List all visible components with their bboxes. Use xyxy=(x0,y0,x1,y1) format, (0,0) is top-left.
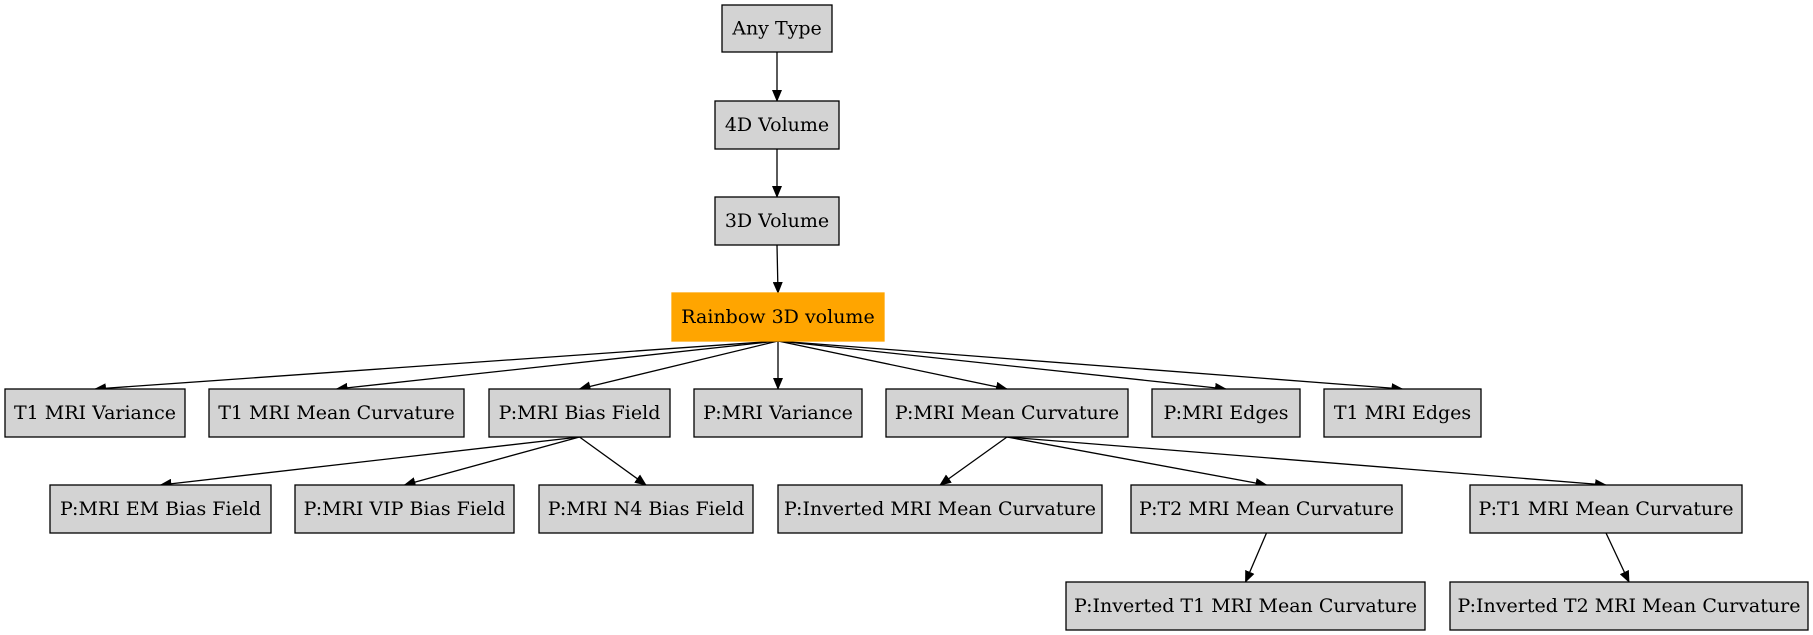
node-box xyxy=(1151,388,1301,438)
node-label: Rainbow 3D volume xyxy=(681,306,874,328)
node-box xyxy=(1130,484,1403,534)
node-box xyxy=(693,388,863,438)
node-box xyxy=(294,484,515,534)
edges-layer xyxy=(94,52,1630,583)
node-p-n4-bias[interactable]: P:MRI N4 Bias Field xyxy=(538,484,754,534)
node-t1-variance[interactable]: T1 MRI Variance xyxy=(4,388,186,438)
node-p-em-bias[interactable]: P:MRI EM Bias Field xyxy=(49,484,272,534)
node-box xyxy=(721,4,833,53)
node-label: Any Type xyxy=(731,18,822,40)
node-p-inv-t1-mean-curv[interactable]: P:Inverted T1 MRI Mean Curvature xyxy=(1065,581,1426,631)
node-box xyxy=(885,388,1129,438)
edge-rainbow-to-t1_variance xyxy=(94,340,779,394)
node-box xyxy=(1469,484,1743,534)
node-label: P:MRI Variance xyxy=(703,402,853,424)
edge-rainbow-to-p_bias xyxy=(578,340,779,392)
node-box xyxy=(777,484,1103,534)
edge-vol3d-to-rainbow xyxy=(772,244,783,294)
node-box xyxy=(714,196,840,246)
node-p-inv-t2-mean-curv[interactable]: P:Inverted T2 MRI Mean Curvature xyxy=(1449,581,1809,631)
node-box xyxy=(1449,581,1809,631)
node-p-vip-bias[interactable]: P:MRI VIP Bias Field xyxy=(294,484,515,534)
node-p-t2-mean-curv[interactable]: P:T2 MRI Mean Curvature xyxy=(1130,484,1403,534)
node-box xyxy=(488,388,671,438)
node-vol4d[interactable]: 4D Volume xyxy=(714,100,840,150)
node-label: P:MRI VIP Bias Field xyxy=(304,498,506,520)
edge-rainbow-to-p_mean_curv xyxy=(777,340,1008,392)
node-p-inv-mean-curv[interactable]: P:Inverted MRI Mean Curvature xyxy=(777,484,1103,534)
node-label: P:T1 MRI Mean Curvature xyxy=(1478,498,1733,520)
node-box xyxy=(1065,581,1426,631)
node-label: P:Inverted T1 MRI Mean Curvature xyxy=(1074,595,1417,617)
node-box xyxy=(538,484,754,534)
node-p-mean-curv[interactable]: P:MRI Mean Curvature xyxy=(885,388,1129,438)
node-label: P:MRI Mean Curvature xyxy=(895,402,1119,424)
node-t1-mean-curv[interactable]: T1 MRI Mean Curvature xyxy=(208,388,465,438)
node-p-edges[interactable]: P:MRI Edges xyxy=(1151,388,1301,438)
edge-p_bias-to-p_em_bias xyxy=(159,436,580,489)
edge-p_mean_curv-to-p_t1_mean_curv xyxy=(1006,436,1607,490)
node-label: T1 MRI Variance xyxy=(14,402,176,424)
node-label: P:MRI Bias Field xyxy=(499,402,661,424)
edge-p_mean_curv-to-p_inv_mean_curv xyxy=(939,436,1008,486)
node-p-bias[interactable]: P:MRI Bias Field xyxy=(488,388,671,438)
node-p-variance[interactable]: P:MRI Variance xyxy=(693,388,863,438)
node-any-type[interactable]: Any Type xyxy=(721,4,833,53)
node-box xyxy=(4,388,186,438)
node-rainbow[interactable]: Rainbow 3D volume xyxy=(671,292,885,342)
node-label: P:MRI N4 Bias Field xyxy=(548,498,744,520)
node-box xyxy=(714,100,840,150)
node-label: P:T2 MRI Mean Curvature xyxy=(1139,498,1394,520)
node-box xyxy=(1323,388,1482,438)
node-label: P:MRI Edges xyxy=(1163,402,1288,424)
edge-p_t2_mean_curv-to-p_inv_t1_mean_curv xyxy=(1244,532,1268,583)
node-label: P:Inverted T2 MRI Mean Curvature xyxy=(1458,595,1801,617)
node-vol3d[interactable]: 3D Volume xyxy=(714,196,840,246)
edge-rainbow-to-p_edges xyxy=(777,340,1227,393)
node-p-t1-mean-curv[interactable]: P:T1 MRI Mean Curvature xyxy=(1469,484,1743,534)
edge-p_bias-to-p_vip_bias xyxy=(403,436,580,487)
edge-rainbow-to-t1_edges xyxy=(777,340,1404,394)
edge-p_t1_mean_curv-to-p_inv_t2_mean_curv xyxy=(1605,532,1630,583)
node-box xyxy=(49,484,272,534)
node-label: T1 MRI Mean Curvature xyxy=(218,402,455,424)
edge-rainbow-to-t1_mean_curv xyxy=(335,340,779,393)
node-label: P:MRI EM Bias Field xyxy=(60,498,261,520)
node-label: 3D Volume xyxy=(725,210,829,232)
edge-p_mean_curv-to-p_t2_mean_curv xyxy=(1006,436,1268,488)
node-box xyxy=(208,388,465,438)
node-box xyxy=(671,292,885,342)
edge-p_bias-to-p_n4_bias xyxy=(579,436,647,486)
node-label: T1 MRI Edges xyxy=(1334,402,1471,424)
node-label: 4D Volume xyxy=(725,114,829,136)
node-label: P:Inverted MRI Mean Curvature xyxy=(784,498,1096,520)
node-t1-edges[interactable]: T1 MRI Edges xyxy=(1323,388,1482,438)
